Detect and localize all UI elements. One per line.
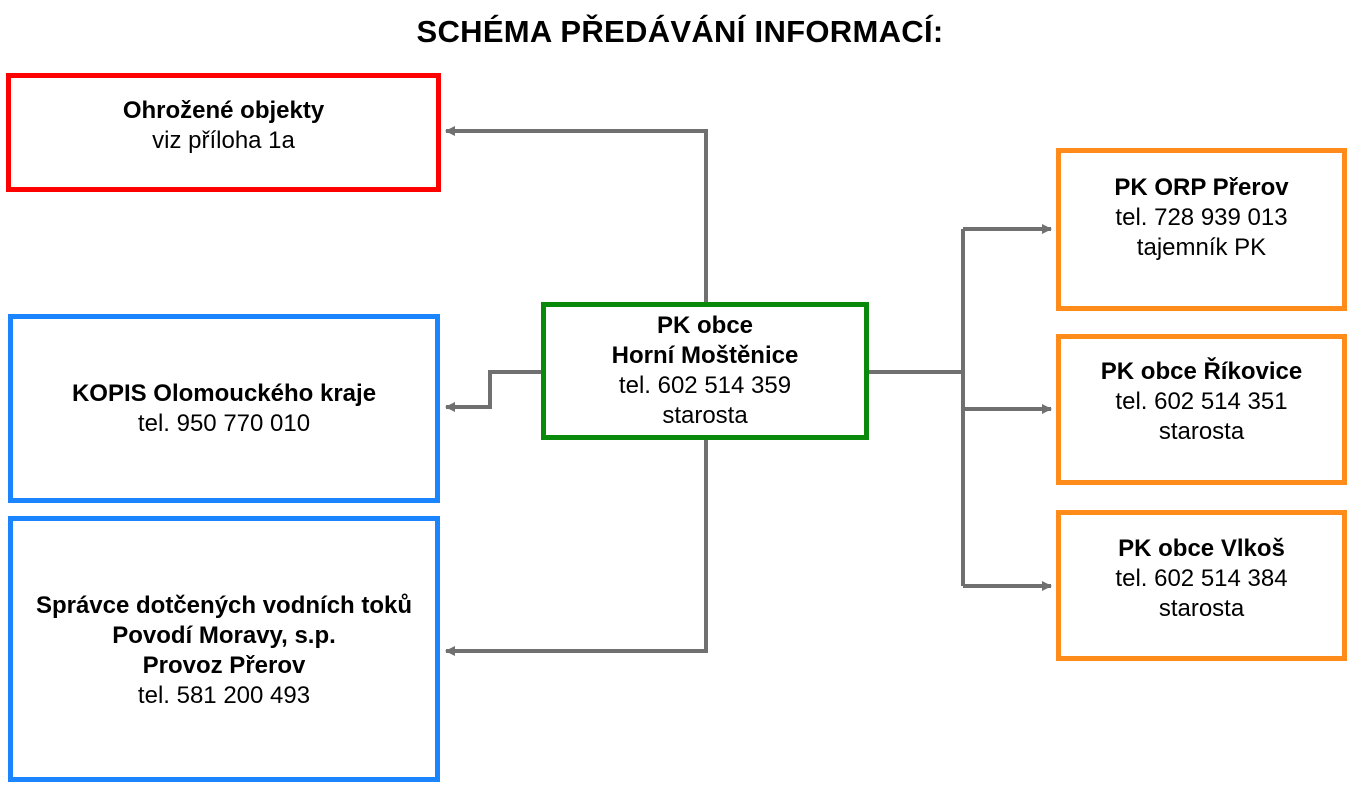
connector-to-threatened — [445, 126, 708, 302]
central-crisis-staff-title: PK obce — [656, 312, 754, 339]
connector-to-watercourse — [445, 440, 708, 656]
vlkos-role: starosta — [1158, 594, 1245, 622]
kopis-phone: tel. 950 770 010 — [137, 409, 311, 437]
rikovice-phone: tel. 602 514 351 — [1115, 387, 1288, 415]
vlkos-box: PK obce Vlkoš tel. 602 514 384 starosta — [1056, 510, 1347, 661]
orp-prerov-title: PK ORP Přerov — [1114, 173, 1289, 201]
watercourse-manager-box: Správce dotčených vodních toků Povodí Mo… — [8, 516, 440, 782]
kopis-title: KOPIS Olomouckého kraje — [71, 379, 377, 407]
watercourse-manager-phone: tel. 581 200 493 — [137, 682, 311, 709]
rikovice-title: PK obce Říkovice — [1100, 357, 1303, 385]
central-crisis-staff-role: starosta — [662, 402, 748, 429]
diagram-title: SCHÉMA PŘEDÁVÁNÍ INFORMACÍ: — [416, 14, 944, 49]
threatened-objects-title: Ohrožené objekty — [122, 96, 325, 124]
watercourse-manager-branch: Provoz Přerov — [142, 652, 306, 679]
vlkos-title: PK obce Vlkoš — [1118, 534, 1285, 562]
central-crisis-staff-box: PK obce Horní Moštěnice tel. 602 514 359… — [541, 302, 869, 440]
orp-prerov-phone: tel. 728 939 013 — [1115, 203, 1288, 231]
vlkos-phone: tel. 602 514 384 — [1115, 564, 1288, 592]
central-crisis-staff-phone: tel. 602 514 359 — [618, 372, 792, 399]
orp-prerov-box: PK ORP Přerov tel. 728 939 013 tajemník … — [1056, 148, 1347, 311]
threatened-objects-reference: viz příloha 1a — [152, 126, 295, 154]
watercourse-manager-company: Povodí Moravy, s.p. — [112, 622, 336, 649]
rikovice-box: PK obce Říkovice tel. 602 514 351 staros… — [1056, 334, 1347, 485]
central-crisis-staff-municipality: Horní Moštěnice — [611, 342, 799, 369]
orp-prerov-role: tajemník PK — [1136, 233, 1267, 261]
rikovice-role: starosta — [1158, 417, 1245, 445]
watercourse-manager-title: Správce dotčených vodních toků — [35, 592, 413, 619]
kopis-box: KOPIS Olomouckého kraje tel. 950 770 010 — [8, 314, 440, 503]
threatened-objects-box: Ohrožené objekty viz příloha 1a — [6, 73, 441, 192]
connector-to-kopis — [445, 370, 541, 412]
